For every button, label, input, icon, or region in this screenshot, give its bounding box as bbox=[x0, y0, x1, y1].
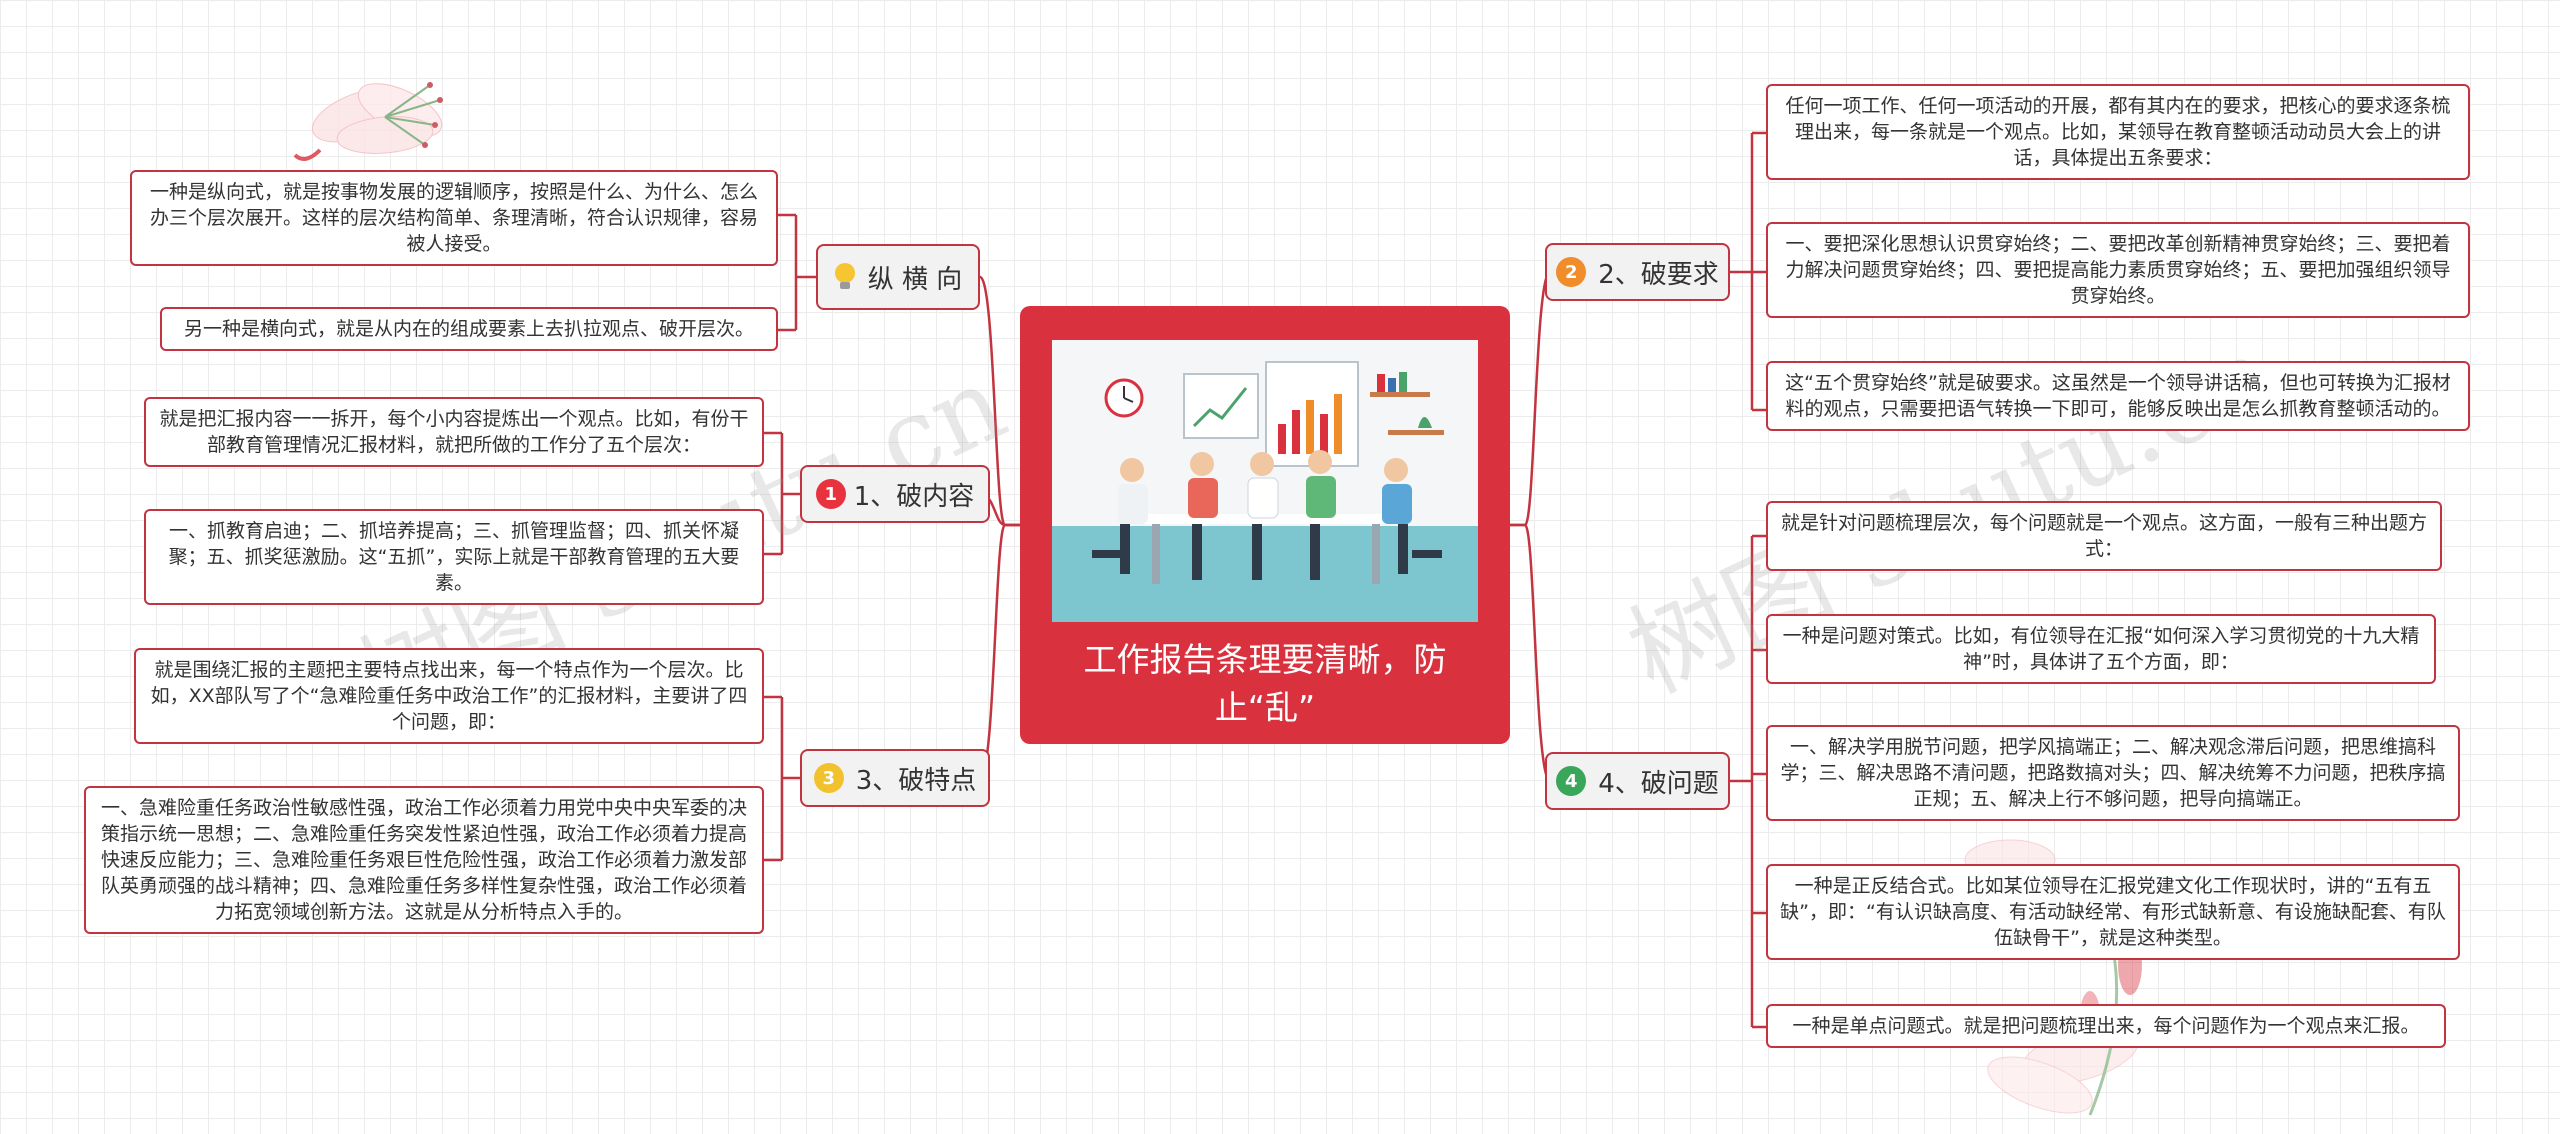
flower-decoration-top-left bbox=[293, 82, 443, 161]
leaf-b4-single-point[interactable]: 一种是单点问题式。就是把问题梳理出来，每个问题作为一个观点来汇报。 bbox=[1766, 1004, 2446, 1048]
branch-label: 1、破内容 bbox=[853, 481, 975, 512]
lightbulb-icon bbox=[834, 262, 856, 292]
branch-4-problems[interactable]: 4 4、破问题 bbox=[1545, 752, 1730, 810]
central-topic-title: 工作报告条理要清晰，防止“乱” bbox=[1083, 640, 1447, 727]
leaf-b3-description[interactable]: 就是围绕汇报的主题把主要特点找出来，每一个特点作为一个层次。比如，XX部队写了个… bbox=[134, 648, 764, 744]
meeting-illustration bbox=[1052, 340, 1478, 622]
connector-zongheng-leaves bbox=[778, 213, 816, 332]
central-topic[interactable]: 工作报告条理要清晰，防止“乱” bbox=[1020, 306, 1510, 744]
branch-label: 3、破特点 bbox=[855, 765, 977, 796]
leaf-b2-description[interactable]: 任何一项工作、任何一项活动的开展，都有其内在的要求，把核心的要求逐条梳理出来，每… bbox=[1766, 84, 2470, 180]
connector-center-b3 bbox=[930, 523, 1020, 780]
leaf-b1-description[interactable]: 就是把汇报内容一一拆开，每个小内容提炼出一个观点。比如，有份干部教育管理情况汇报… bbox=[144, 397, 764, 467]
leaf-zongheng-vertical[interactable]: 一种是纵向式，就是按事物发展的逻辑顺序，按照是什么、为什么、怎么办三个层次展开。… bbox=[130, 170, 778, 266]
leaf-zongheng-horizontal[interactable]: 另一种是横向式，就是从内在的组成要素上去扒拉观点、破开层次。 bbox=[160, 307, 778, 351]
connector-center-b4 bbox=[1510, 523, 1552, 783]
branch-zongheng[interactable]: 纵 横 向 bbox=[816, 244, 980, 310]
branch-3-features[interactable]: 3 3、破特点 bbox=[800, 749, 990, 807]
branch-2-requirements[interactable]: 2 2、破要求 bbox=[1545, 243, 1730, 301]
number-badge-2: 2 bbox=[1556, 257, 1587, 287]
branch-label: 2、破要求 bbox=[1598, 259, 1719, 290]
leaf-b2-summary[interactable]: 这“五个贯穿始终”就是破要求。这虽然是一个领导讲话稿，但也可转换为汇报材料的观点… bbox=[1766, 361, 2470, 431]
leaf-b1-five-points[interactable]: 一、抓教育启迪；二、抓培养提高；三、抓管理监督；四、抓关怀凝聚；五、抓奖惩激励。… bbox=[144, 509, 764, 605]
connector-center-b2 bbox=[1510, 270, 1552, 527]
number-badge-4: 4 bbox=[1556, 766, 1587, 796]
number-badge-1: 1 bbox=[815, 479, 846, 509]
branch-label: 纵 横 向 bbox=[867, 264, 963, 295]
number-badge-3: 3 bbox=[813, 763, 844, 793]
branch-1-content[interactable]: 1 1、破内容 bbox=[800, 465, 990, 523]
leaf-b4-five-points[interactable]: 一、解决学用脱节问题，把学风搞端正；二、解决观念滞后问题，把思维搞科学；三、解决… bbox=[1766, 725, 2460, 821]
branch-label: 4、破问题 bbox=[1598, 768, 1719, 799]
leaf-b4-description[interactable]: 就是针对问题梳理层次，每个问题就是一个观点。这方面，一般有三种出题方式： bbox=[1766, 501, 2442, 571]
leaf-b4-problem-solution[interactable]: 一种是问题对策式。比如，有位领导在汇报“如何深入学习贯彻党的十九大精神”时，具体… bbox=[1766, 614, 2436, 684]
leaf-b3-four-points[interactable]: 一、急难险重任务政治性敏感性强，政治工作必须着力用党中央中央军委的决策指示统一思… bbox=[84, 786, 764, 934]
leaf-b2-five-points[interactable]: 一、要把深化思想认识贯穿始终；二、要把改革创新精神贯穿始终；三、要把着力解决问题… bbox=[1766, 222, 2470, 318]
connector-b2-leaves bbox=[1730, 131, 1766, 412]
connector-b3-leaves bbox=[764, 695, 800, 862]
leaf-b4-positive-negative[interactable]: 一种是正反结合式。比如某位领导在汇报党建文化工作现状时，讲的“五有五缺”，即：“… bbox=[1766, 864, 2460, 960]
flower-decoration-bottom-right bbox=[1964, 839, 2142, 1116]
